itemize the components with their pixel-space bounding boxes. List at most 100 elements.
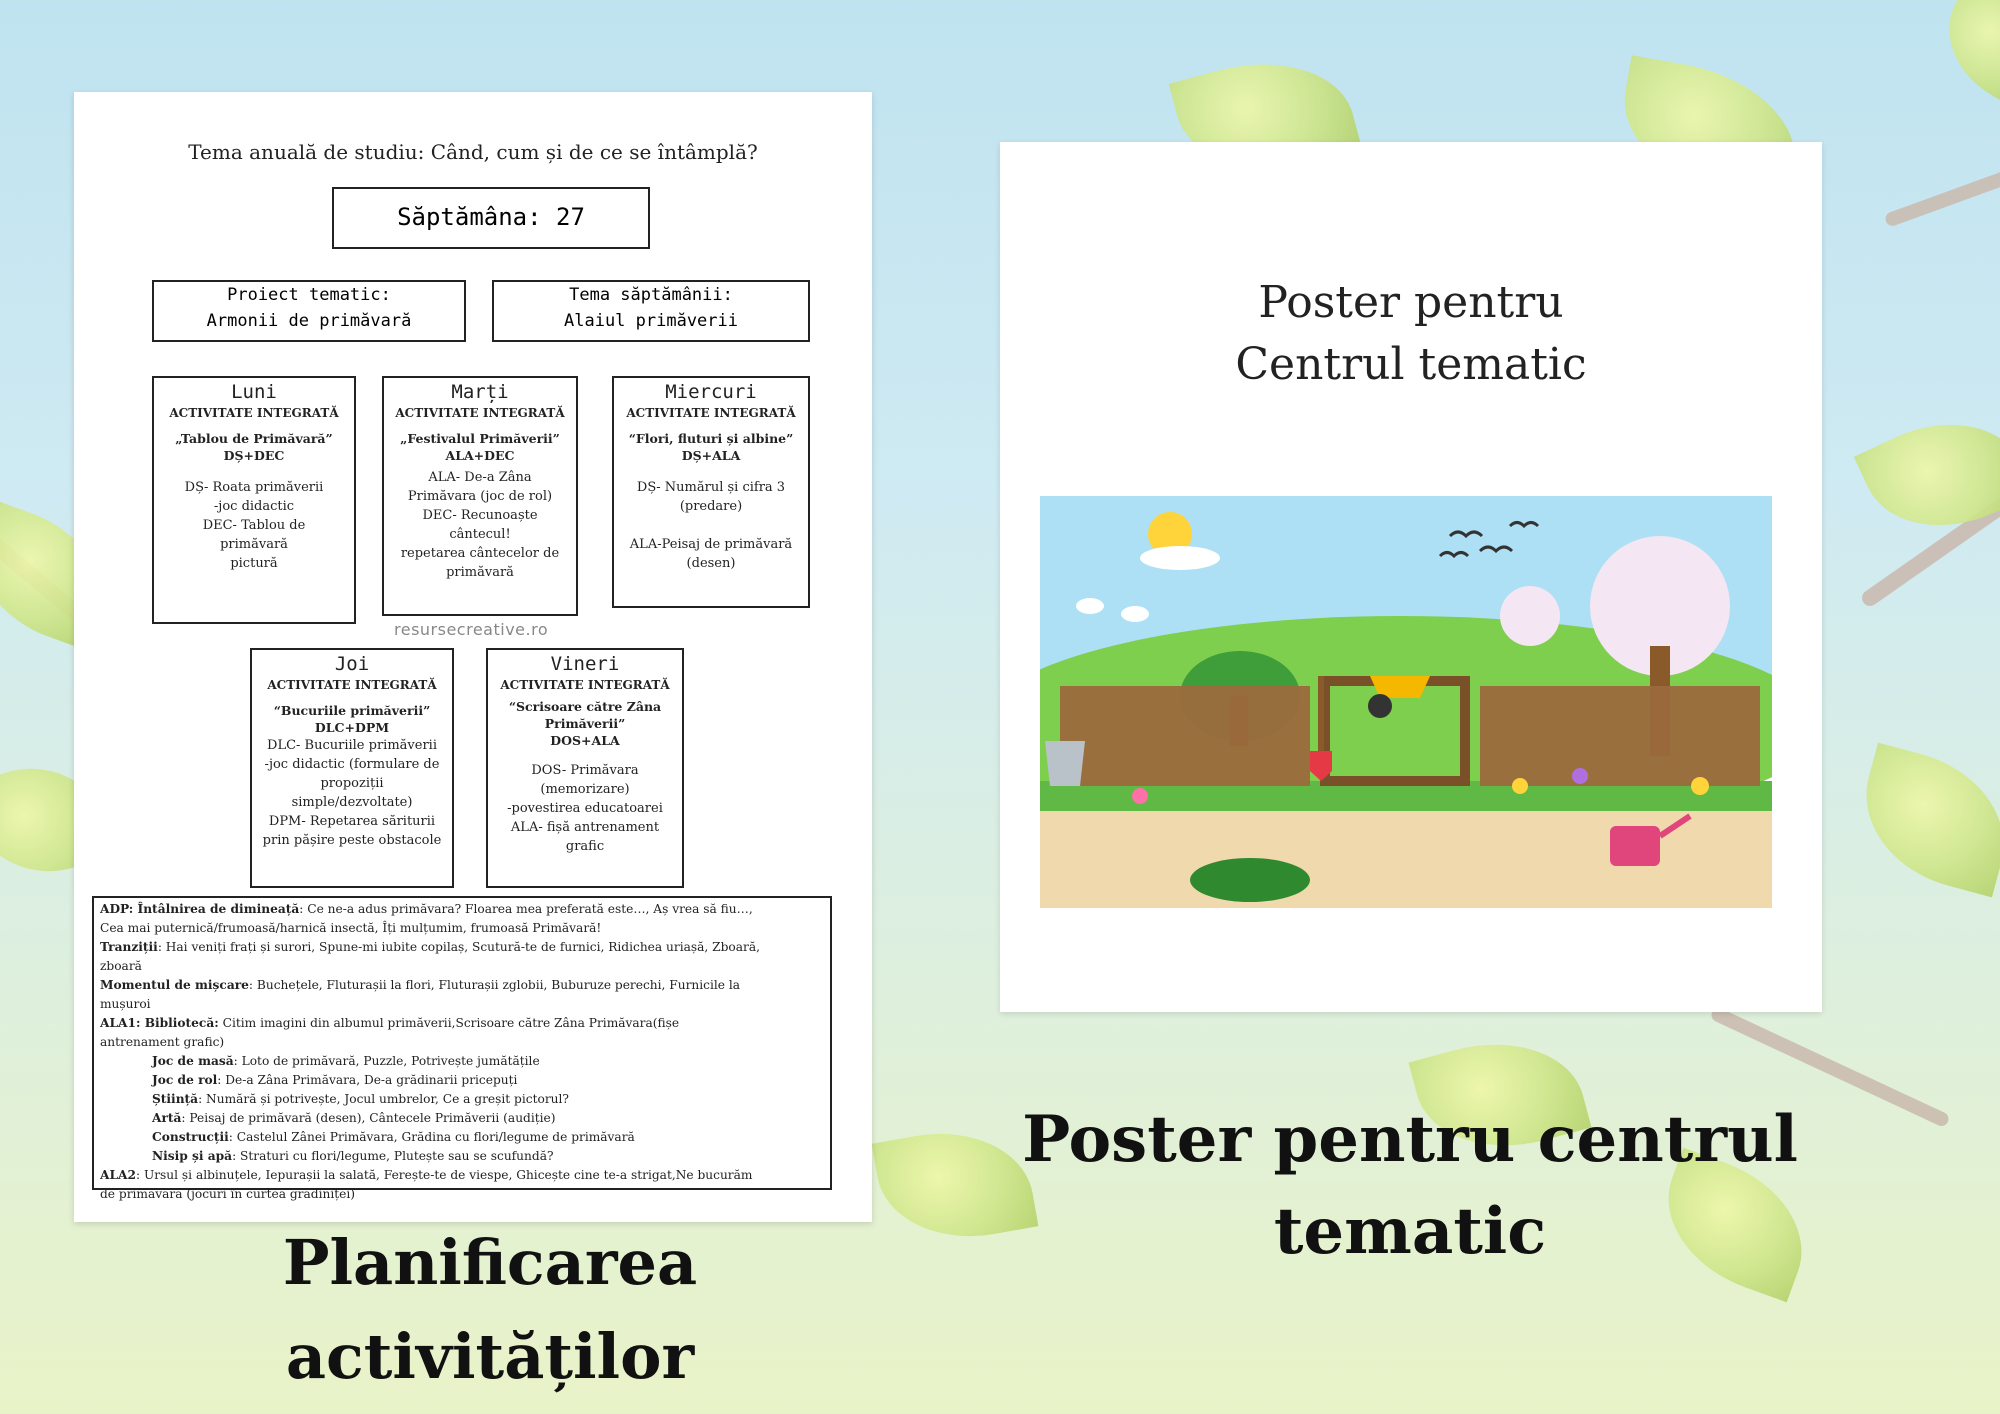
watermark: resursecreative.ro [394,620,549,639]
day-name: Marți [451,381,509,403]
activity-line-label: Tranziții [100,940,158,954]
path-ground [1040,796,1772,908]
activity-title: „Festivalul Primăverii” [400,431,560,446]
activity-line-text: : De-a Zâna Primăvara, De-a grădinarii p… [217,1073,518,1087]
integrated-label: ACTIVITATE INTEGRATĂ [500,678,670,692]
activity-description: DȘ- Numărul și cifra 3 (predare) ALA-Pei… [629,480,793,571]
bird-icon [1508,521,1540,529]
planning-caption-line1: Planificarea [282,1226,698,1299]
activity-line: Știință: Numără și potrivește, Jocul umb… [100,1090,824,1109]
branch-decoration [1883,146,2000,228]
activity-line: ALA2: Ursul și albinuțele, Iepurașii la … [100,1166,824,1185]
activity-codes: ALA+DEC [445,448,515,463]
project-box: Proiect tematic: Armonii de primăvară [152,280,466,342]
activity-codes: DȘ+DEC [223,448,285,463]
activity-line: Tranziții: Hai veniți frați și surori, S… [100,938,824,957]
activity-title: „Tablou de Primăvară” [175,431,333,446]
sun-icon [1148,512,1192,556]
planning-caption: Planificarea activităților [150,1216,830,1404]
activity-line-label: ALA2 [100,1168,136,1182]
day-card-tuesday: Marți ACTIVITATE INTEGRATĂ „Festivalul P… [382,376,578,616]
activity-line: Joc de rol: De-a Zâna Primăvara, De-a gr… [100,1071,824,1090]
activity-line-text: : Hai veniți frați și surori, Spune-mi i… [157,940,760,954]
day-card-wednesday: Miercuri ACTIVITATE INTEGRATĂ “Flori, fl… [612,376,810,608]
activity-line-label: Știință [152,1092,199,1106]
activity-line-text: Cea mai puternică/frumoasă/harnică insec… [100,921,602,935]
activity-line-text: : Buchețele, Fluturașii la flori, Flutur… [248,978,741,992]
activity-line-text: : Castelul Zânei Primăvara, Grădina cu f… [228,1130,635,1144]
activity-line-label: ALA1: Bibliotecă: [100,1016,219,1030]
poster-title-line2: Centrul tematic [1235,339,1587,390]
project-value: Armonii de primăvară [206,311,412,331]
week-theme-label: Tema săptămânii: [569,285,733,305]
activity-line: Momentul de mișcare: Buchețele, Fluturaș… [100,976,824,995]
week-box: Săptămâna: 27 [332,187,650,249]
bucket-icon [1045,741,1085,786]
activity-line-label: Joc de rol [152,1073,218,1087]
day-card-friday: Vineri ACTIVITATE INTEGRATĂ “Scrisoare c… [486,648,684,888]
activity-line-label: Nisip și apă [152,1149,233,1163]
activity-line: zboară [100,957,824,976]
activity-codes: DLC+DPM [314,720,390,735]
blossom-tree-icon [1590,536,1730,676]
activity-line: Joc de masă: Loto de primăvară, Puzzle, … [100,1052,824,1071]
activity-line-text: de primăvară (jocuri în curtea grădinițe… [100,1187,355,1201]
week-theme-box: Tema săptămânii: Alaiul primăverii [492,280,810,342]
day-name: Joi [334,653,370,675]
activity-line: antrenament grafic) [100,1033,824,1052]
poster-caption-line2: tematic [1273,1194,1547,1269]
bush [1190,858,1310,902]
activity-line-text: antrenament grafic) [100,1035,225,1049]
shovel-icon [1310,676,1332,781]
poster-title: Poster pentru Centrul tematic [1000,272,1822,396]
activity-line: ADP: Întâlnirea de dimineață: Ce ne-a ad… [100,900,824,919]
activity-line-label: Construcții [152,1130,229,1144]
activity-line: ALA1: Bibliotecă: Citim imagini din albu… [100,1014,824,1033]
activity-line-text: : Peisaj de primăvară (desen), Cântecele… [181,1111,556,1125]
planning-caption-line2: activităților [285,1320,695,1393]
activity-line-text: : Loto de primăvară, Puzzle, Potrivește … [233,1054,540,1068]
day-name: Luni [231,381,277,403]
daily-activities-box: ADP: Întâlnirea de dimineață: Ce ne-a ad… [92,896,832,1201]
activity-line-text: Citim imagini din albumul primăverii,Scr… [218,1016,680,1030]
activity-description: DOS- Primăvara (memorizare) -povestirea … [507,763,663,854]
bird-icon [1478,545,1514,554]
daily-activities-list: ADP: Întâlnirea de dimineață: Ce ne-a ad… [100,900,824,1204]
activity-line: de primăvară (jocuri în curtea grădinițe… [100,1185,824,1204]
activity-line-text: zboară [100,959,142,973]
garden-illustration [1040,496,1772,908]
activity-line-text: : Straturi cu flori/legume, Plutește sau… [232,1149,554,1163]
integrated-label: ACTIVITATE INTEGRATĂ [395,406,565,420]
poster-caption-line1: Poster pentru centrul [1022,1102,1798,1177]
integrated-label: ACTIVITATE INTEGRATĂ [267,678,437,692]
activity-line: Nisip și apă: Straturi cu flori/legume, … [100,1147,824,1166]
planning-document: Tema anuală de studiu: Când, cum și de c… [74,92,872,1222]
wheelbarrow-icon [1368,676,1430,718]
activity-codes: DOS+ALA [550,733,620,748]
fence-icon [1060,676,1760,786]
leaf-decoration [1924,0,2000,112]
activity-line: Artă: Peisaj de primăvară (desen), Cânte… [100,1109,824,1128]
week-theme-value: Alaiul primăverii [564,311,738,331]
activity-title: “Flori, fluturi și albine” [628,431,794,446]
activity-title: “Scrisoare către Zâna Primăverii” [508,699,662,731]
stork-icon [1121,606,1149,622]
activity-line-text: : Ce ne-a adus primăvara? Floarea mea pr… [299,902,753,916]
activity-line-text: : Numără și potrivește, Jocul umbrelor, … [198,1092,569,1106]
activity-line-label: Artă [152,1111,182,1125]
blossom-tree-icon [1500,586,1560,646]
activity-line-text: : Ursul și albinuțele, Iepurașii la sala… [135,1168,753,1182]
watering-can-icon [1610,813,1692,866]
day-card-monday: Luni ACTIVITATE INTEGRATĂ „Tablou de Pri… [152,376,356,624]
activity-line-text: mușuroi [100,997,151,1011]
leaf-decoration [1847,742,2000,898]
bird-icon [1438,551,1470,559]
poster-document: Poster pentru Centrul tematic [1000,142,1822,1012]
annual-theme: Tema anuală de studiu: Când, cum și de c… [188,140,758,164]
activity-description: ALA- De-a Zâna Primăvara (joc de rol) DE… [400,470,560,580]
integrated-label: ACTIVITATE INTEGRATĂ [626,406,796,420]
activity-line: Construcții: Castelul Zânei Primăvara, G… [100,1128,824,1147]
activity-codes: DȘ+ALA [681,448,741,463]
cloud-icon [1140,546,1220,570]
day-name: Miercuri [665,381,757,403]
